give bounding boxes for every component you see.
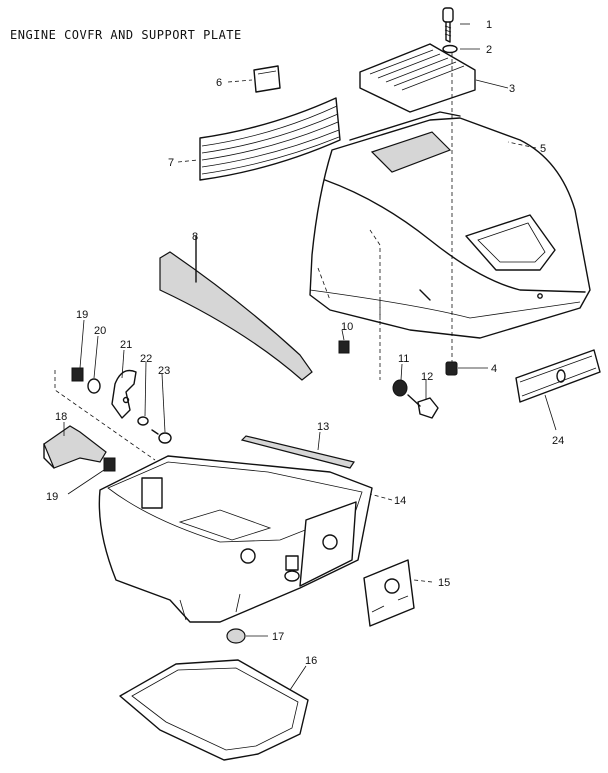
part-8-seal-strip [159, 251, 313, 381]
leader-lines [63, 23, 557, 691]
callout-7: 7 [168, 157, 174, 169]
part-15-label-plate [363, 559, 415, 627]
callout-6: 6 [216, 77, 222, 89]
callout-17: 17 [272, 631, 284, 643]
part-20-washer [87, 378, 101, 394]
part-12-plug [407, 394, 439, 419]
callout-23: 23 [158, 365, 170, 377]
part-10-nut [338, 340, 350, 354]
callout-16: 16 [305, 655, 317, 667]
part-14-support-plate [98, 455, 373, 623]
callout-11: 11 [398, 353, 409, 365]
part-11-grommet [379, 300, 408, 397]
callout-12: 12 [421, 371, 433, 383]
diagram-title: ENGINE COVFR AND SUPPORT PLATE [10, 28, 242, 42]
part-21-latch [111, 369, 137, 419]
callout-15: 15 [438, 577, 450, 589]
part-22-washer [137, 416, 149, 426]
callout-8: 8 [192, 231, 198, 243]
part-19-nut-upper [71, 367, 84, 382]
part-13-rod [240, 435, 355, 469]
part-18-handle [43, 425, 107, 469]
callout-13: 13 [317, 421, 329, 433]
callout-20: 20 [94, 325, 106, 337]
callout-18: 18 [55, 411, 67, 423]
part-17-plug [226, 628, 246, 644]
part-19-nut-lower [103, 457, 116, 472]
callout-5: 5 [540, 143, 546, 155]
part-3-vent-grille [359, 43, 476, 113]
part-4-nut [445, 361, 458, 376]
callout-19-upper: 19 [76, 309, 88, 321]
callout-4: 4 [491, 363, 497, 375]
callout-3: 3 [509, 83, 515, 95]
callout-labels: 1 2 3 4 5 6 7 8 10 11 12 13 14 15 16 17 … [46, 19, 564, 667]
part-2-washer [442, 44, 458, 54]
part-6-decal [253, 65, 281, 93]
part-23-screw [151, 429, 172, 444]
part-7-stripe-decal [199, 97, 341, 181]
callout-24: 24 [552, 435, 564, 447]
part-5-engine-cover [309, 111, 591, 339]
callout-21: 21 [120, 339, 132, 351]
callout-2: 2 [486, 44, 492, 56]
assembly-line-left [54, 370, 156, 461]
callout-1: 1 [486, 19, 492, 31]
callout-22: 22 [140, 353, 152, 365]
part-16-gasket [119, 659, 309, 761]
part-24-plate [515, 349, 601, 403]
callout-10: 10 [341, 321, 353, 333]
callout-19-lower: 19 [46, 491, 58, 503]
part-1-screw [442, 7, 454, 43]
callout-14: 14 [394, 495, 406, 507]
